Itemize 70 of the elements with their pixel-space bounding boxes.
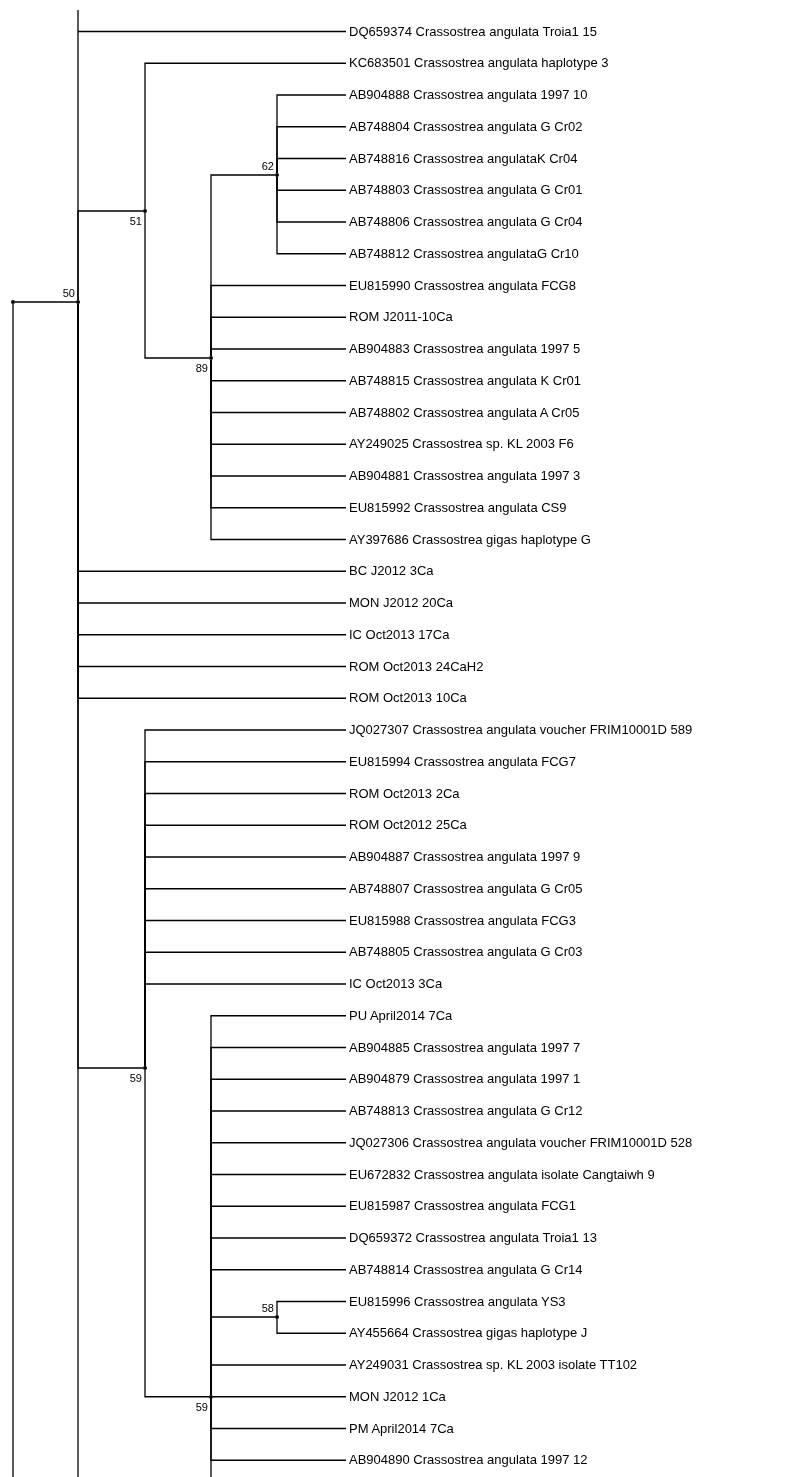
taxon-label: EU815990 Crassostrea angulata FCG8 bbox=[349, 277, 576, 294]
taxon-label: JQ027307 Crassostrea angulata voucher FRIM10001D 589 bbox=[349, 722, 693, 738]
support-value: 59 bbox=[195, 1400, 208, 1413]
taxon-label: AB748816 Crassostrea angulataK Cr04 bbox=[349, 150, 578, 167]
taxon-label: EU815992 Crassostrea angulata CS9 bbox=[349, 499, 567, 516]
branch-line bbox=[144, 1069, 210, 1398]
branch-line bbox=[12, 303, 14, 1477]
taxon-label: EU815996 Crassostrea angulata YS3 bbox=[349, 1293, 566, 1310]
support-value: 51 bbox=[129, 215, 142, 227]
branch-line bbox=[276, 1300, 347, 1316]
taxon-label: PM April2014 7Ca bbox=[349, 1420, 454, 1437]
taxon-label: EU815987 Crassostrea angulata FCG1 bbox=[349, 1198, 576, 1215]
branch-line bbox=[210, 1364, 347, 1396]
branch-line bbox=[210, 1398, 212, 1477]
taxon-label: AB748815 Crassostrea angulata K Cr01 bbox=[349, 372, 581, 389]
taxon-label: AY249025 Crassostrea sp. KL 2003 F6 bbox=[349, 436, 574, 453]
support-value: 50 bbox=[62, 287, 75, 299]
branch-line bbox=[276, 157, 347, 174]
taxon-label: DQ659372 Crassostrea angulata Troia1 13 bbox=[349, 1230, 597, 1246]
taxon-label: AB904888 Crassostrea angulata 1997 10 bbox=[349, 87, 588, 103]
taxon-label: IC Oct2013 17Ca bbox=[349, 626, 450, 643]
taxon-label: JQ027306 Crassostrea angulata voucher FRIM10001D 528 bbox=[349, 1134, 693, 1151]
taxon-label: AY249031 Crassostrea sp. KL 2003 isolate TT102 bbox=[349, 1357, 638, 1373]
taxon-label: AB904881 Crassostrea angulata 1997 3 bbox=[349, 468, 581, 484]
taxon-label: EU672832 Crassostrea angulata isolate Cangtaiwh 9 bbox=[349, 1166, 655, 1183]
taxon-label: AB748806 Crassostrea angulata G Cr04 bbox=[349, 214, 583, 230]
taxon-label: MON J2012 1Ca bbox=[349, 1388, 446, 1405]
taxon-label: AB748813 Crassostrea angulata G Cr12 bbox=[349, 1103, 583, 1119]
branch-line bbox=[276, 1318, 347, 1334]
taxon-label: AY397686 Crassostrea gigas haplotype G bbox=[349, 531, 591, 548]
branch-line bbox=[14, 301, 77, 303]
branch-line bbox=[144, 983, 347, 1067]
branch-line bbox=[210, 359, 347, 541]
taxon-label: BC J2012 3Ca bbox=[349, 563, 434, 580]
branch-line bbox=[77, 303, 79, 1477]
taxon-label: ROM Oct2013 2Ca bbox=[349, 785, 460, 802]
taxon-label: KC683501 Crassostrea angulata haplotype 3 bbox=[349, 55, 609, 72]
support-value: 59 bbox=[129, 1072, 142, 1084]
support-value: 58 bbox=[261, 1302, 274, 1314]
taxon-label: AB904885 Crassostrea angulata 1997 7 bbox=[349, 1039, 581, 1056]
branch-line bbox=[210, 348, 347, 357]
taxon-label: AY455664 Crassostrea gigas haplotype J bbox=[349, 1325, 588, 1342]
taxon-label: ROM Oct2012 25Ca bbox=[349, 817, 467, 834]
taxon-label: AB904887 Crassostrea angulata 1997 9 bbox=[349, 849, 581, 865]
taxon-label: AB748804 Crassostrea angulata G Cr02 bbox=[349, 118, 583, 135]
taxon-label: AB748805 Crassostrea angulata G Cr03 bbox=[349, 944, 583, 961]
taxon-label: AB748814 Crassostrea angulata G Cr14 bbox=[349, 1261, 583, 1278]
taxon-label: DQ659374 Crassostrea angulata Troia1 15 bbox=[349, 23, 597, 40]
taxon-label: AB748802 Crassostrea angulata A Cr05 bbox=[349, 404, 580, 421]
taxon-label: IC Oct2013 3Ca bbox=[349, 976, 443, 992]
branch-line bbox=[144, 62, 347, 210]
taxon-label: ROM Oct2013 10Ca bbox=[349, 690, 467, 707]
taxon-label: ROM Oct2013 24CaH2 bbox=[349, 658, 484, 675]
taxon-label: AB904890 Crassostrea angulata 1997 12 bbox=[349, 1452, 588, 1469]
taxon-label: AB748807 Crassostrea angulata G Cr05 bbox=[349, 880, 583, 897]
branch-line bbox=[77, 210, 144, 301]
taxon-label: MON J2012 20Ca bbox=[349, 595, 454, 611]
taxon-label: AB904883 Crassostrea angulata 1997 5 bbox=[349, 341, 581, 357]
support-value: 89 bbox=[195, 362, 208, 374]
branch-line bbox=[212, 1396, 347, 1398]
branch-line bbox=[276, 176, 347, 255]
taxon-label: EU815994 Crassostrea angulata FCG7 bbox=[349, 753, 576, 770]
branch-line bbox=[144, 212, 210, 359]
taxon-label: AB904879 Crassostrea angulata 1997 1 bbox=[349, 1071, 581, 1088]
support-value: 62 bbox=[261, 160, 274, 172]
taxon-label: PU April2014 7Ca bbox=[349, 1007, 453, 1024]
taxon-label: ROM J2011-10Ca bbox=[349, 309, 453, 326]
taxon-label: AB748812 Crassostrea angulataG Cr10 bbox=[349, 245, 579, 262]
taxon-label: EU815988 Crassostrea angulata FCG3 bbox=[349, 912, 576, 929]
taxon-label: AB748803 Crassostrea angulata G Cr01 bbox=[349, 182, 583, 199]
